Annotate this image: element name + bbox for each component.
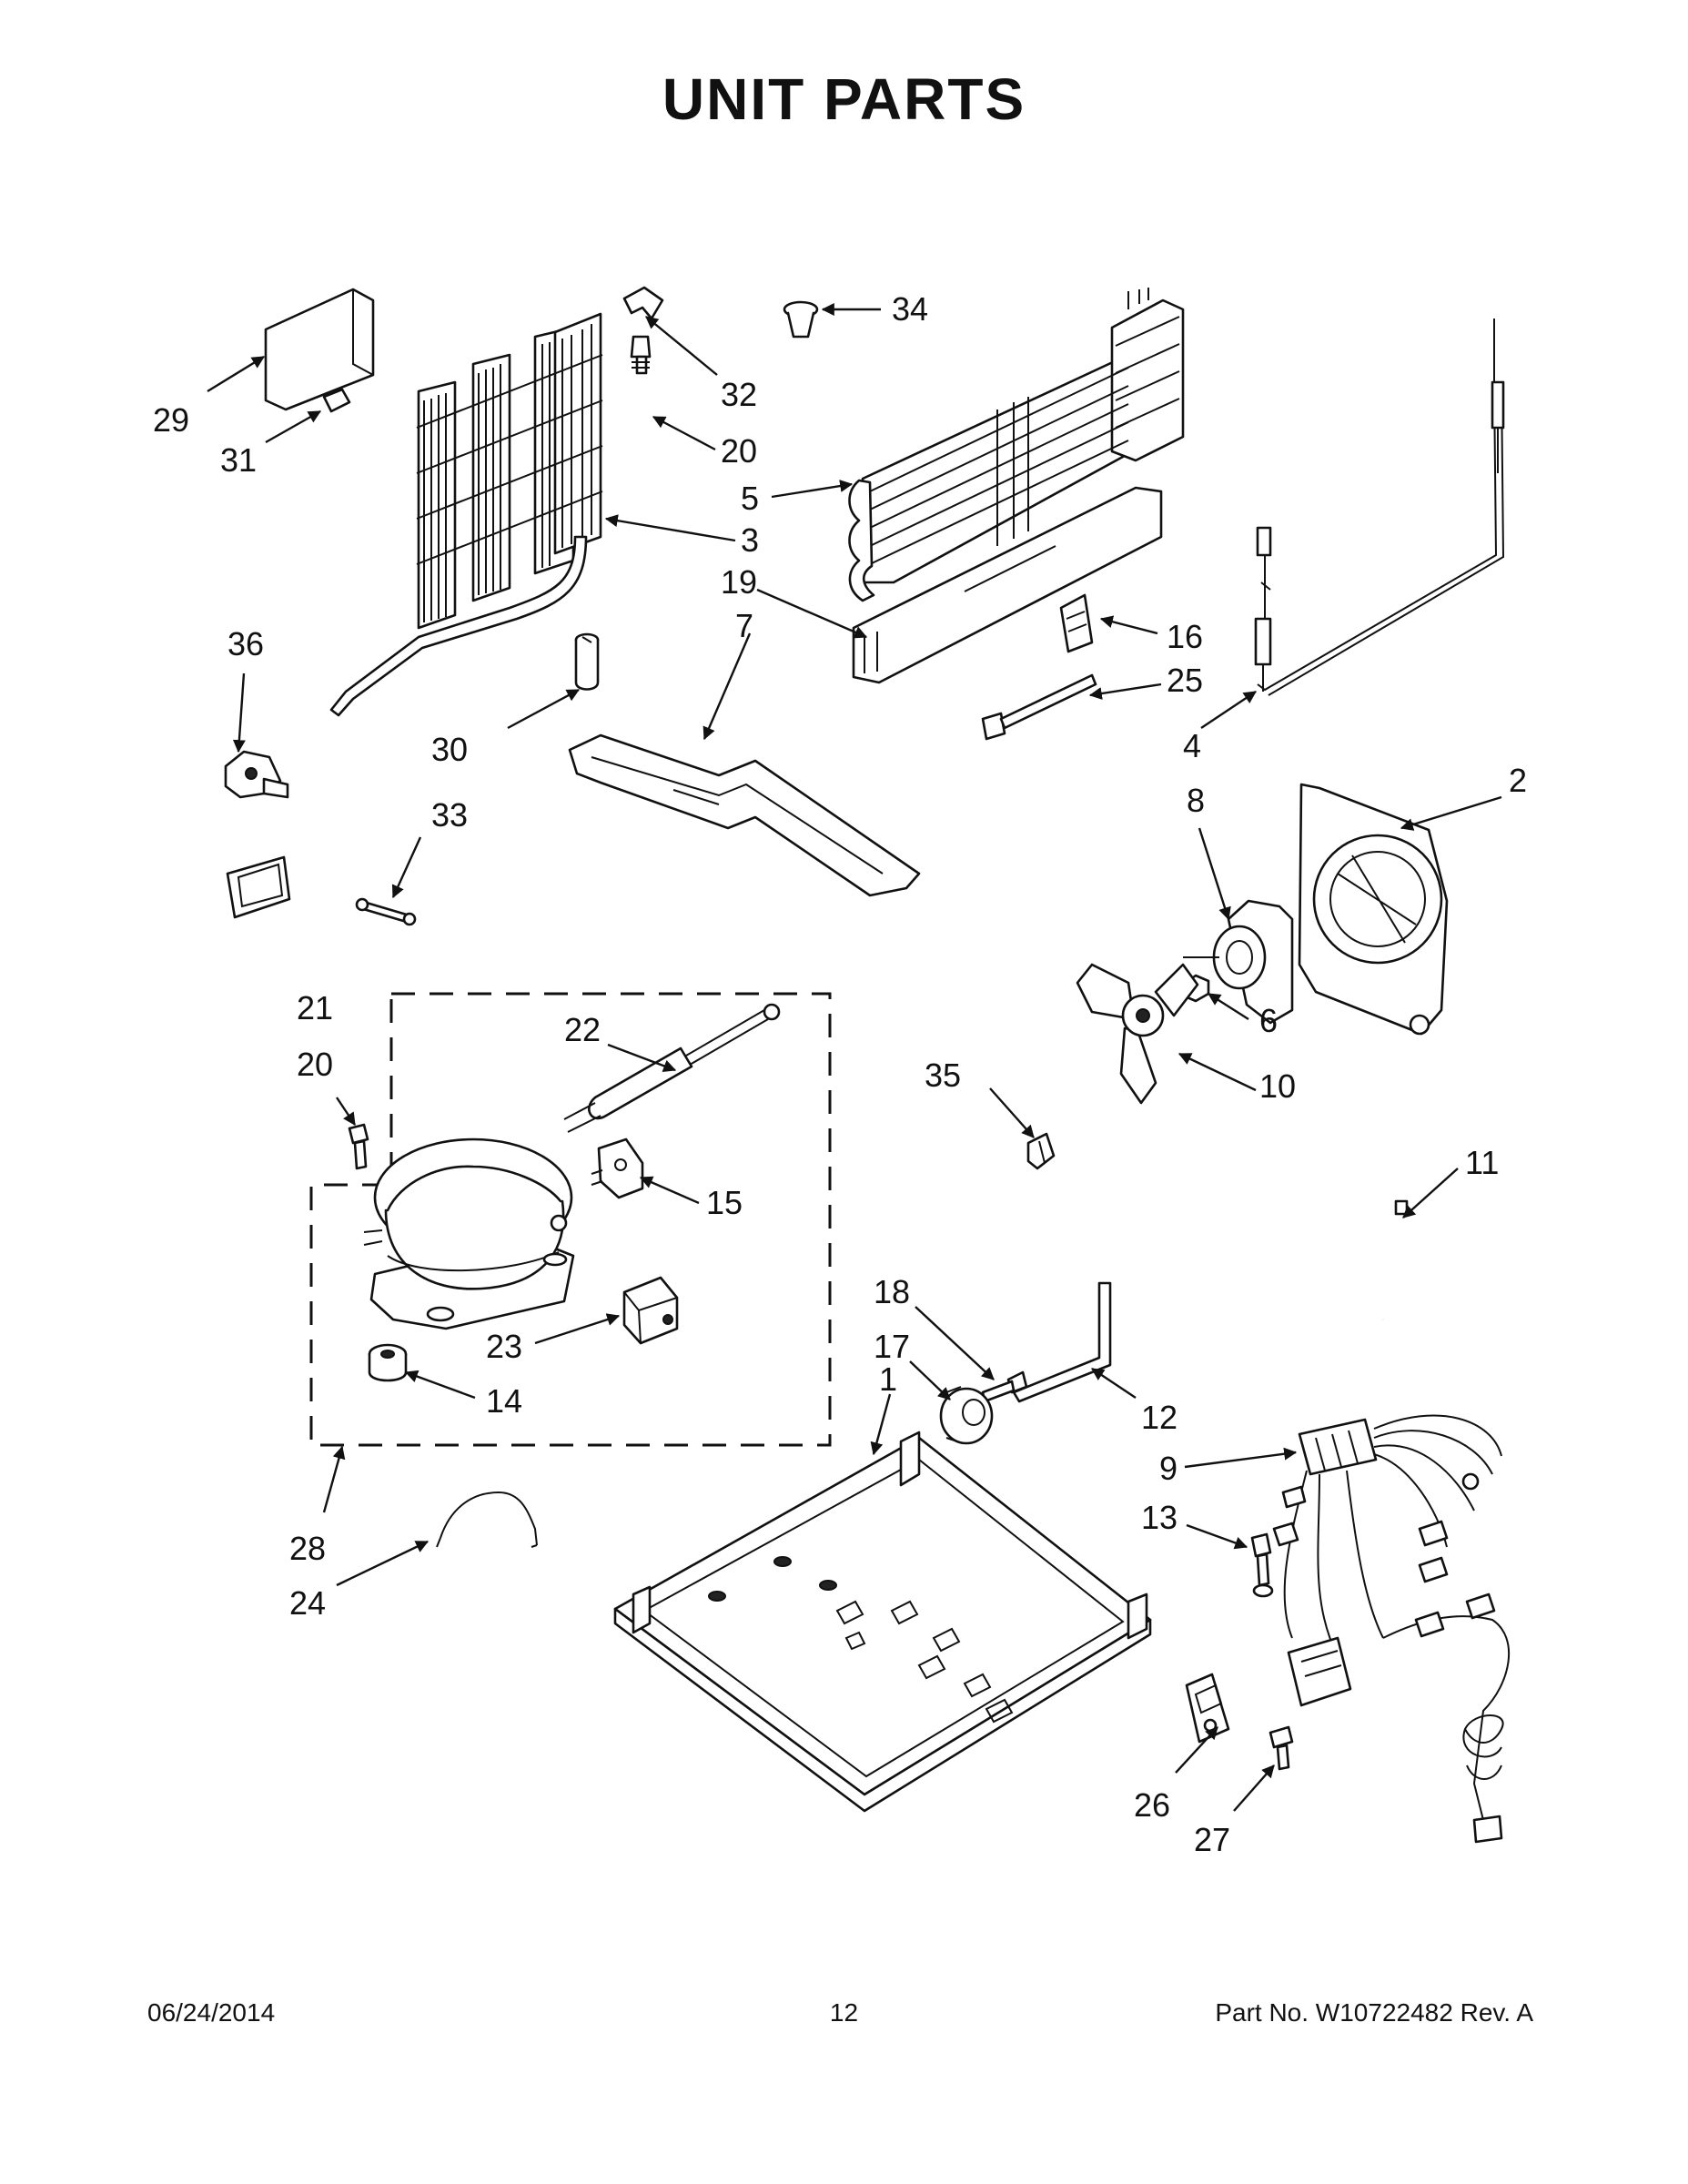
part-overload-23 xyxy=(622,1276,679,1345)
callout-6: 6 xyxy=(1259,1002,1278,1039)
callout-1: 1 xyxy=(879,1360,897,1398)
callout-29: 29 xyxy=(153,401,189,439)
part-screw-18 xyxy=(981,1370,1028,1403)
part-bracket-26 xyxy=(1185,1673,1230,1744)
callout-labels: 29 31 32 20 34 5 3 19 7 16 25 4 30 36 33… xyxy=(153,290,1527,1858)
callout-21: 21 xyxy=(297,989,333,1026)
callout-19: 19 xyxy=(721,563,757,601)
callout-18: 18 xyxy=(874,1273,910,1310)
part-condenser-3 xyxy=(329,312,603,717)
part-screw-20-top xyxy=(630,335,652,375)
callout-33: 33 xyxy=(431,796,468,834)
part-pad-21 xyxy=(226,855,291,919)
callout-28: 28 xyxy=(289,1530,326,1567)
callout-8: 8 xyxy=(1187,782,1205,819)
part-drain-pan-7 xyxy=(568,733,921,897)
callout-25: 25 xyxy=(1167,662,1203,699)
callout-12: 12 xyxy=(1141,1399,1178,1436)
callout-20-left: 20 xyxy=(297,1046,333,1083)
part-drain-trough-19 xyxy=(852,486,1163,684)
part-clip-16 xyxy=(1059,593,1094,653)
part-link-33 xyxy=(355,897,417,926)
callout-22: 22 xyxy=(564,1011,601,1048)
part-relay-15 xyxy=(591,1138,644,1199)
footer-date: 06/24/2014 xyxy=(147,1998,276,2027)
part-fan-blade-10 xyxy=(1076,963,1199,1105)
callout-5: 5 xyxy=(741,480,759,517)
callout-24: 24 xyxy=(289,1584,326,1622)
part-compressor xyxy=(363,1138,575,1330)
callout-10: 10 xyxy=(1259,1067,1296,1105)
compressor-group-28 xyxy=(309,992,832,1447)
part-thermistor-4 xyxy=(1254,318,1505,696)
part-base-pan-1 xyxy=(613,1431,1152,1813)
part-wire-tie-25 xyxy=(981,673,1097,741)
part-grommet-14 xyxy=(368,1343,408,1382)
callout-2: 2 xyxy=(1509,762,1527,799)
part-screw-27 xyxy=(1269,1725,1294,1771)
callout-13: 13 xyxy=(1141,1499,1178,1536)
callout-32: 32 xyxy=(721,376,757,413)
callout-27: 27 xyxy=(1194,1821,1230,1858)
callout-26: 26 xyxy=(1134,1786,1170,1824)
callout-36: 36 xyxy=(227,625,264,662)
callout-9: 9 xyxy=(1159,1450,1178,1487)
part-grommet-34 xyxy=(783,300,819,339)
callout-23: 23 xyxy=(486,1328,522,1365)
part-screw-13 xyxy=(1250,1532,1274,1598)
callout-16: 16 xyxy=(1167,618,1203,655)
callout-7: 7 xyxy=(735,607,753,644)
part-wire-harness-9 xyxy=(1272,1414,1511,1844)
callout-34: 34 xyxy=(892,290,928,328)
callout-17: 17 xyxy=(874,1328,910,1365)
footer-part-number: Part No. W10722482 Rev. A xyxy=(1215,1998,1533,2027)
callout-14: 14 xyxy=(486,1382,522,1420)
part-clip-31 xyxy=(322,388,351,413)
callout-35: 35 xyxy=(925,1057,961,1094)
part-capacitor-30 xyxy=(574,632,600,691)
callout-30: 30 xyxy=(431,731,468,768)
footer-page-number: 12 xyxy=(829,1998,859,2027)
callout-11: 11 xyxy=(1465,1144,1499,1181)
part-relay-cover-36 xyxy=(224,750,289,799)
page-title: UNIT PARTS xyxy=(662,66,1026,132)
callout-4: 4 xyxy=(1183,727,1201,764)
part-clip-35 xyxy=(1026,1132,1056,1170)
part-fan-shroud-2 xyxy=(1298,783,1449,1036)
callout-15: 15 xyxy=(706,1184,743,1221)
part-wire-24 xyxy=(436,1491,538,1548)
part-evaporator-5 xyxy=(848,288,1185,602)
callout-20: 20 xyxy=(721,432,757,470)
part-tube-11 xyxy=(1258,1199,1409,1322)
leader-lines xyxy=(207,303,1502,1812)
part-bracket-29 xyxy=(264,288,375,411)
part-screw-20-left xyxy=(348,1123,369,1170)
part-fan-motor-8 xyxy=(1183,899,1294,1025)
callout-31: 31 xyxy=(220,441,257,479)
callout-3: 3 xyxy=(741,521,759,559)
part-tube-12 xyxy=(1012,1281,1112,1403)
part-clip-32 xyxy=(622,286,664,320)
part-roller-17 xyxy=(939,1386,994,1445)
